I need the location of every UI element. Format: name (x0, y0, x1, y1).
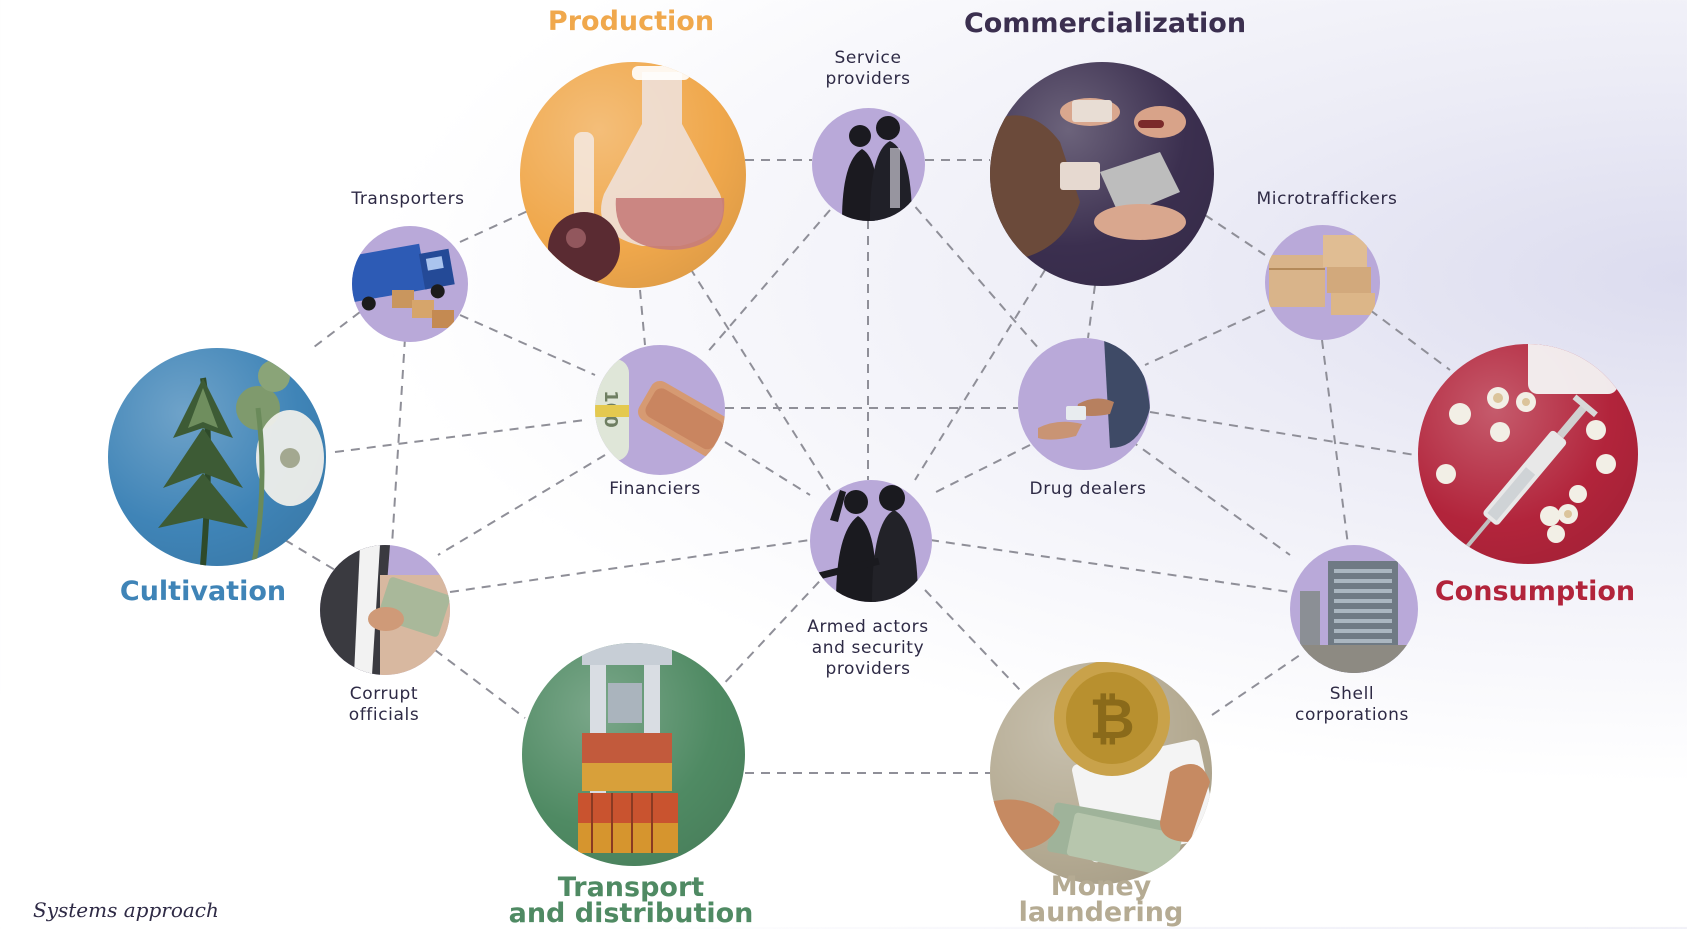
transport-title-line1: Transport (557, 872, 705, 903)
link-drugdealers-consumption (1149, 411, 1416, 456)
money-title-line1: Money (1050, 871, 1152, 902)
shell-corporations-label-line1: Shell (1329, 684, 1375, 704)
commercialization-hub-circle (990, 62, 1214, 286)
microtraffickers-label: Microtraffickers (1256, 189, 1398, 209)
office-building-icon (1290, 561, 1418, 673)
drug-exchange-icon (990, 98, 1186, 262)
link-corrupt-transport (434, 649, 526, 719)
cultivation-hub-circle (108, 348, 326, 566)
link-money-shell (1211, 654, 1301, 716)
armed-silhouettes-icon (810, 485, 918, 602)
link-armed-money (924, 589, 1021, 691)
link-transporters-corrupt (391, 337, 406, 546)
link-commercialization-micro (1204, 214, 1266, 256)
link-commercialization-drugdealers (1087, 284, 1096, 339)
consumption-hub-circle (1418, 344, 1638, 564)
port-crane-containers-icon (578, 643, 678, 853)
boxes-icon (1269, 235, 1375, 315)
armed-actors-label-line3: providers (825, 659, 911, 679)
transport-title-line2: and distribution (508, 898, 754, 929)
production-title: Production (547, 6, 715, 37)
drug-dealers-circle (1018, 338, 1150, 470)
link-transporters-production (459, 209, 531, 243)
microtraffickers-circle (1265, 225, 1380, 340)
link-drugdealers-armed (929, 444, 1031, 496)
svg-text:₿: ₿ (1089, 687, 1135, 752)
corrupt-officials-label-line1: Corrupt (349, 684, 419, 704)
delivery-truck-icon (352, 243, 455, 328)
link-armed-shell (929, 539, 1291, 593)
cannabis-poppy-icon (158, 360, 324, 566)
bribe-suit-icon (320, 545, 450, 675)
financiers-circle: 100 (595, 345, 725, 475)
money-title-line2: laundering (1018, 897, 1184, 928)
caption: Systems approach (33, 898, 219, 922)
money-hub-circle: ₿ (990, 662, 1212, 884)
syringe-pills-icon (1436, 344, 1618, 552)
link-service-drugdealers (904, 194, 1041, 351)
link-production-armed (689, 267, 831, 491)
link-cultivation-financiers (334, 419, 586, 453)
consumption-title: Consumption (1434, 576, 1636, 607)
corrupt-officials-label-line2: officials (348, 705, 420, 725)
link-production-financiers (639, 289, 646, 346)
hand-exchange-icon (1038, 338, 1150, 448)
link-drugdealers-shell (1129, 439, 1291, 556)
link-micro-shell (1321, 339, 1349, 546)
silhouette-people-icon (842, 116, 912, 221)
armed-actors-label-line2: and security (811, 638, 925, 658)
link-micro-drugdealers (1144, 309, 1266, 366)
service-providers-label-line2: providers (825, 69, 911, 89)
link-cultivation-corrupt (284, 539, 336, 571)
lab-flask-icon (548, 66, 725, 284)
service-providers-circle (812, 108, 925, 221)
commercialization-title: Commercialization (963, 8, 1247, 39)
link-transporters-financiers (459, 314, 596, 376)
link-micro-consumption (1369, 309, 1451, 371)
transporters-circle (352, 226, 468, 342)
armed-actors-label-line1: Armed actors (807, 617, 929, 637)
financiers-label: Financiers (609, 479, 701, 499)
drug-dealers-label: Drug dealers (1029, 479, 1147, 499)
link-financiers-armed (724, 441, 811, 496)
shell-corporations-circle (1290, 545, 1418, 673)
link-armed-transport (717, 569, 831, 691)
transporters-label: Transporters (351, 189, 465, 209)
cash-roll-icon: 100 (595, 359, 725, 461)
link-financiers-corrupt (437, 454, 606, 556)
production-hub-circle (520, 62, 746, 288)
link-corrupt-armed (449, 539, 811, 593)
link-transporters-cultivation (309, 311, 361, 351)
shell-corporations-label-line2: corporations (1295, 705, 1409, 725)
bitcoin-cash-icon: ₿ (990, 662, 1212, 878)
transport-hub-circle (522, 643, 745, 866)
cultivation-title: Cultivation (119, 576, 287, 607)
service-providers-label-line1: Service (834, 48, 902, 68)
corrupt-officials-circle (320, 545, 450, 675)
armed-actors-circle (810, 480, 932, 602)
